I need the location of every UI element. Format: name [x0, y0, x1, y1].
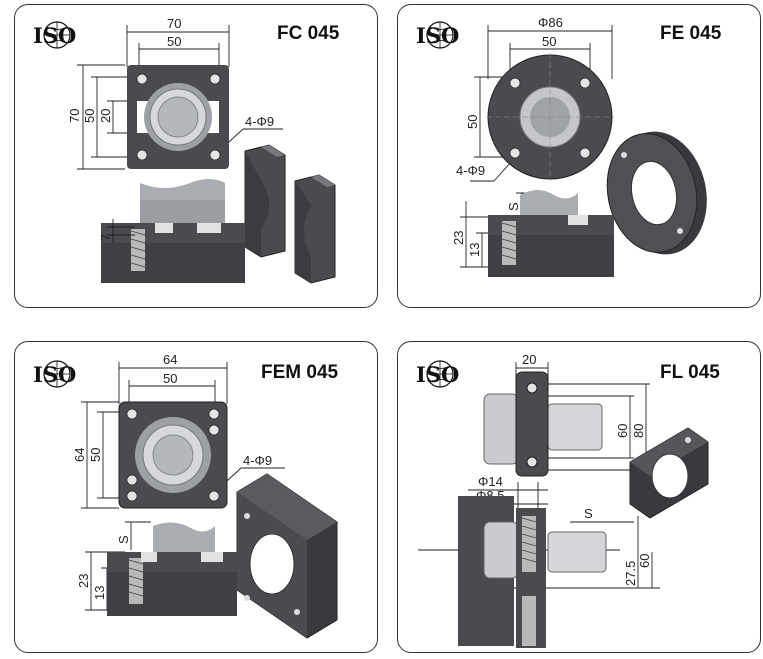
- panel-fl045: ISO FL 045 20 60 80 Φ14 Φ8.5 S 60 27.5: [397, 341, 761, 653]
- dimension-lines: [460, 25, 613, 268]
- dim-left-outer: 70: [67, 109, 82, 123]
- panel-title: FEM 045: [261, 362, 339, 383]
- dim-left-inner: 50: [88, 448, 103, 462]
- iso-logo: ISO: [33, 360, 76, 388]
- dim-left-outer: 23: [451, 231, 466, 245]
- iso-logo: ISO: [416, 360, 459, 388]
- dim-bore: Φ14: [478, 474, 503, 489]
- panel-fc045: ISO FC 045 70 50 70 50 20 4-Φ9: [14, 4, 378, 308]
- fe045-drawing: ISO FE 045 Φ86 50 50 4-Φ9 S 23 13: [416, 15, 722, 277]
- flange-plate-front: [127, 65, 229, 169]
- iso-text: ISO: [33, 23, 76, 48]
- panel-title: FL 045: [660, 362, 720, 383]
- dim-stroke: S: [506, 202, 521, 211]
- dim-top-inner: 50: [167, 34, 181, 49]
- dim-left-inner: 20: [98, 109, 113, 123]
- square-flange-front: [118, 401, 228, 509]
- dim-depth: 7: [98, 234, 113, 241]
- dim-left-mid: 50: [82, 109, 97, 123]
- dim-bottom-inner: 13: [92, 586, 107, 600]
- iso-logo: ISO: [416, 21, 459, 49]
- dim-top-inner: 50: [163, 371, 177, 386]
- dim-bottom-right2: 27.5: [623, 561, 638, 586]
- dim-stroke: S: [116, 535, 131, 544]
- fc045-drawing: ISO FC 045 70 50 70 50 20 4-Φ9: [33, 16, 340, 284]
- dim-holes: 4-Φ9: [245, 114, 274, 129]
- depth-dim-lines: [107, 219, 135, 243]
- dim-bottom-outer: 23: [76, 574, 91, 588]
- iso-text: ISO: [416, 362, 459, 387]
- round-flange-front: [486, 53, 614, 181]
- dim-holes: 4-Φ9: [243, 453, 272, 468]
- dim-left-outer: 64: [72, 448, 87, 462]
- dim-top-outer: 64: [163, 352, 177, 367]
- iso-text: ISO: [416, 23, 459, 48]
- dim-bottom-right1: 60: [637, 554, 652, 568]
- iso-logo: ISO: [33, 21, 76, 49]
- panel-fe045: ISO FE 045 Φ86 50 50 4-Φ9 S 23 13: [397, 4, 761, 308]
- foot-mount-top: [483, 371, 603, 477]
- iso-text: ISO: [33, 362, 76, 387]
- fl045-drawing: ISO FL 045 20 60 80 Φ14 Φ8.5 S 60 27.5: [416, 352, 720, 648]
- section-view: [107, 522, 237, 616]
- panel-title: FE 045: [660, 23, 722, 44]
- dim-width: 20: [522, 352, 536, 367]
- split-halves: [244, 144, 336, 284]
- square-flange-iso: [236, 473, 338, 639]
- dim-right-outer: 80: [631, 424, 646, 438]
- dim-top-inner: 50: [542, 34, 556, 49]
- section-view: [488, 190, 614, 277]
- dimension-lines: [77, 25, 283, 170]
- dim-left: 50: [465, 115, 480, 129]
- fem045-drawing: ISO FEM 045 64 50 64 50 4-Φ9 S 23 13: [33, 352, 339, 639]
- dim-right-inner: 60: [615, 424, 630, 438]
- foot-mount-iso: [629, 427, 709, 519]
- dim-top-outer: 70: [167, 16, 181, 31]
- section-view: [458, 496, 607, 648]
- dim-left-inner: 13: [467, 243, 482, 257]
- round-flange-iso: [606, 131, 707, 255]
- dim-top-outer: Φ86: [538, 15, 563, 30]
- section-view: [101, 179, 245, 283]
- dim-holes: 4-Φ9: [456, 163, 485, 178]
- panel-fem045: ISO FEM 045 64 50 64 50 4-Φ9 S 23 13: [14, 341, 378, 653]
- dim-stroke: S: [584, 506, 593, 521]
- panel-title: FC 045: [277, 23, 340, 44]
